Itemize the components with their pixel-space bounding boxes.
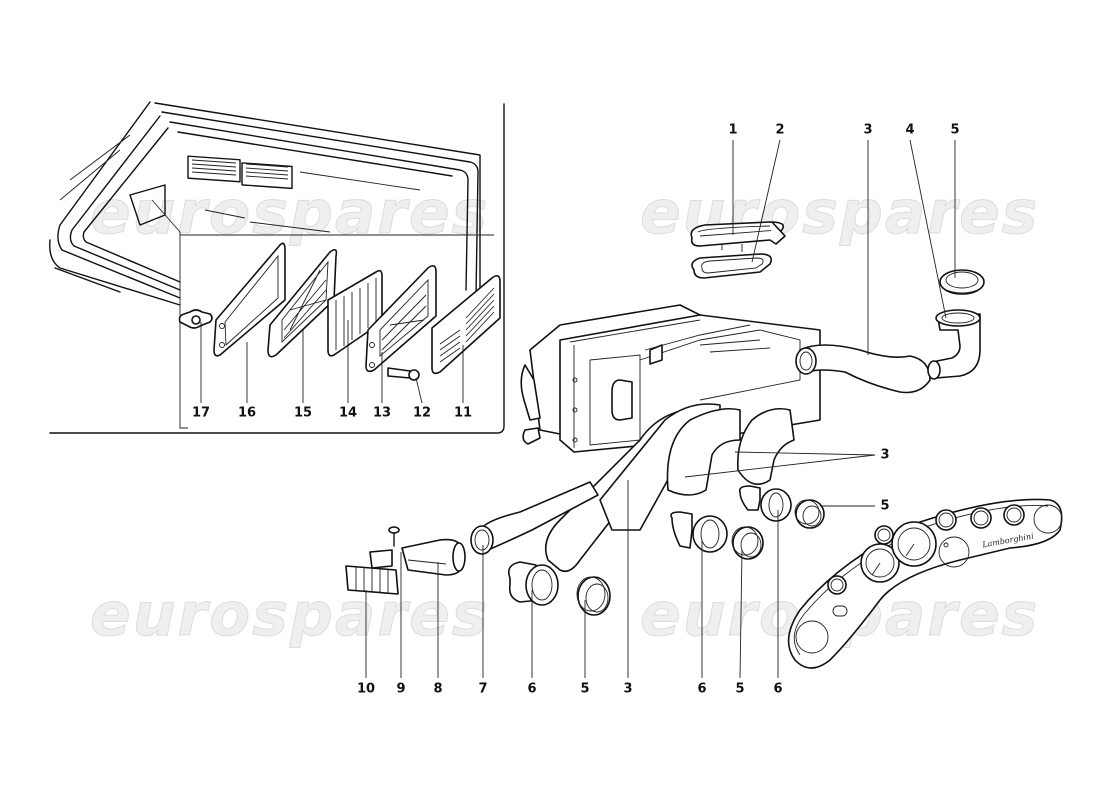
callout-3-top: 3 xyxy=(863,122,873,138)
callout-4: 4 xyxy=(905,122,915,138)
part-6-nozzle-center[interactable] xyxy=(670,511,728,553)
part-5-top-plug[interactable] xyxy=(939,269,985,295)
callout-7: 7 xyxy=(478,681,488,697)
part-13-mesh[interactable] xyxy=(365,264,437,373)
part-6-nozzle-right[interactable] xyxy=(738,485,792,522)
callout-15: 15 xyxy=(293,405,313,421)
part-5-ring-center[interactable] xyxy=(731,526,764,560)
part-1-vent-frame[interactable] xyxy=(690,221,786,252)
main-leader-lines xyxy=(365,139,956,679)
part-17-bracket[interactable] xyxy=(178,309,213,329)
callout-8: 8 xyxy=(433,681,443,697)
part-3-center-hoses[interactable] xyxy=(544,403,795,573)
callout-16: 16 xyxy=(237,405,257,421)
instrument-panel[interactable] xyxy=(787,498,1063,669)
part-9-screw[interactable] xyxy=(369,526,400,569)
part-4-elbow[interactable] xyxy=(927,309,981,380)
callout-1: 1 xyxy=(728,122,738,138)
callout-5-bottom-2: 5 xyxy=(735,681,745,697)
inset-frame xyxy=(49,103,505,434)
part-16-gasket[interactable] xyxy=(213,242,286,357)
callout-3-bottom: 3 xyxy=(623,681,633,697)
part-12-screw[interactable] xyxy=(387,367,420,381)
callout-2: 2 xyxy=(775,122,785,138)
part-2-gasket[interactable] xyxy=(691,253,773,279)
inset-leader-lines xyxy=(200,320,464,404)
callout-12: 12 xyxy=(412,405,432,421)
callout-5-top: 5 xyxy=(950,122,960,138)
part-5-ring-left[interactable] xyxy=(576,576,611,616)
part-11-grille[interactable] xyxy=(431,274,501,375)
callout-5-bottom-1: 5 xyxy=(580,681,590,697)
rear-window-opening xyxy=(49,101,494,429)
part-5-ring-right[interactable] xyxy=(794,499,825,529)
part-7-long-hose[interactable] xyxy=(470,481,599,555)
callout-6-bottom-2: 6 xyxy=(697,681,707,697)
callout-5-right: 5 xyxy=(880,498,890,514)
part-6-nozzle-left[interactable] xyxy=(507,561,559,606)
part-8-duct[interactable] xyxy=(401,538,466,576)
callout-13: 13 xyxy=(372,405,392,421)
callout-6-bottom-1: 6 xyxy=(527,681,537,697)
part-10-switch-block[interactable] xyxy=(345,565,399,595)
part-3-upper-hose[interactable] xyxy=(795,344,931,394)
callout-6-bottom-3: 6 xyxy=(773,681,783,697)
callout-10: 10 xyxy=(356,681,376,697)
callout-3-right: 3 xyxy=(880,447,890,463)
callout-11: 11 xyxy=(453,405,473,421)
callout-9: 9 xyxy=(396,681,406,697)
callout-14: 14 xyxy=(338,405,358,421)
callout-17: 17 xyxy=(191,405,211,421)
